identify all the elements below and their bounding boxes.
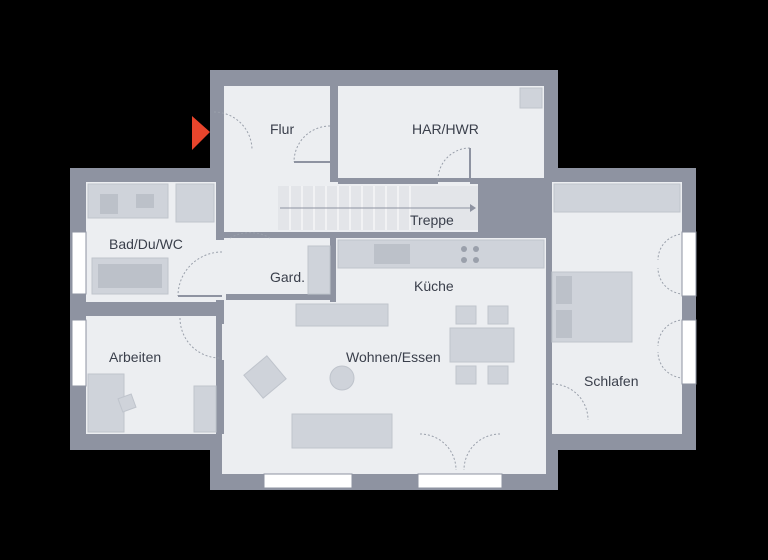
- label-treppe: Treppe: [410, 212, 454, 228]
- stairs: [278, 186, 478, 230]
- room-labels: Flur HAR/HWR Treppe Bad/Du/WC Gard. Küch…: [109, 121, 638, 389]
- doors: [177, 111, 685, 471]
- floor-bad-arbeiten-gap: [216, 240, 226, 300]
- entrance-arrow-icon: [192, 116, 210, 150]
- furniture: [87, 87, 681, 449]
- label-wohnen: Wohnen/Essen: [346, 349, 441, 365]
- label-gard: Gard.: [270, 269, 305, 285]
- label-har-hwr: HAR/HWR: [412, 121, 479, 137]
- floor-har-hwr: [338, 86, 544, 178]
- label-arbeiten: Arbeiten: [109, 349, 161, 365]
- windows: [71, 231, 697, 489]
- label-schlafen: Schlafen: [584, 373, 638, 389]
- label-kueche: Küche: [414, 278, 454, 294]
- label-bad: Bad/Du/WC: [109, 236, 183, 252]
- label-flur: Flur: [270, 121, 294, 137]
- interior-walls: [86, 86, 552, 434]
